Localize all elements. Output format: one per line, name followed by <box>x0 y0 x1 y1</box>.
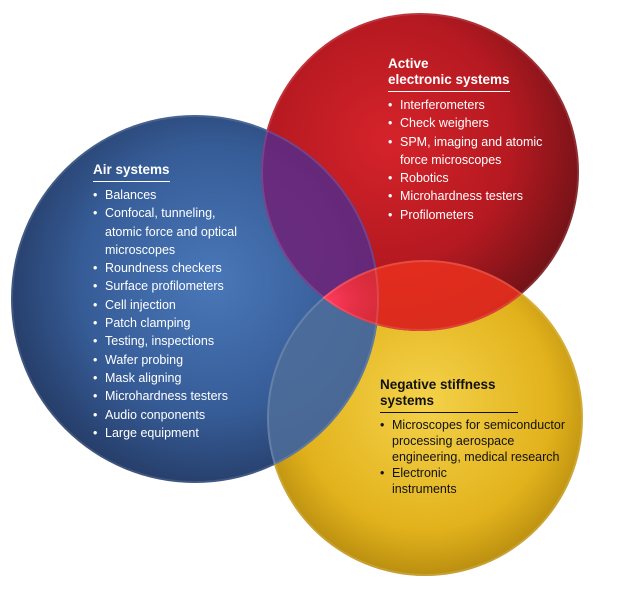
list-item: Balances <box>93 186 253 205</box>
air-systems-title: Air systems <box>93 162 170 182</box>
overlap-blue-yellow <box>267 260 379 483</box>
list-item: Testing, inspections <box>93 332 253 351</box>
list-item: Microhardness testers <box>93 387 253 406</box>
list-item: Microhardness testers <box>388 187 573 206</box>
active-title-line-1: Active <box>388 56 429 71</box>
air-title-line: Air systems <box>93 162 170 177</box>
negative-stiffness-group: Negative stiffness systems Microscopes f… <box>380 377 570 497</box>
list-item: Cell injection <box>93 296 253 315</box>
list-item: Check weighers <box>388 114 573 133</box>
list-item: Microscopes for semiconductor processing… <box>380 417 570 465</box>
list-item: Electronic instruments <box>380 465 472 497</box>
negative-stiffness-list: Microscopes for semiconductor processing… <box>380 417 570 497</box>
overlap-blue-red <box>261 115 379 331</box>
list-item: Patch clamping <box>93 314 253 333</box>
list-item: Confocal, tunneling, atomic force and op… <box>93 204 253 259</box>
negative-title-line-1: Negative stiffness <box>380 377 496 392</box>
negative-stiffness-title: Negative stiffness systems <box>380 377 518 413</box>
list-item: Mask aligning <box>93 369 253 388</box>
air-systems-list: Balances Confocal, tunneling, atomic for… <box>93 186 253 442</box>
list-item: SPM, imaging and atomic force microscope… <box>388 133 573 170</box>
list-item: Robotics <box>388 169 573 188</box>
active-electronic-title: Active electronic systems <box>388 56 510 92</box>
list-item: Roundness checkers <box>93 259 253 278</box>
list-item: Audio conponents <box>93 406 253 425</box>
list-item: Wafer probing <box>93 351 253 370</box>
active-electronic-group: Active electronic systems Interferometer… <box>388 56 573 224</box>
negative-title-line-2: systems <box>380 393 435 408</box>
list-item: Profilometers <box>388 206 573 225</box>
air-systems-group: Air systems Balances Confocal, tunneling… <box>93 161 253 442</box>
active-electronic-list: Interferometers Check weighers SPM, imag… <box>388 96 573 224</box>
active-title-line-2: electronic systems <box>388 72 510 87</box>
list-item: Surface profilometers <box>93 277 253 296</box>
list-item: Large equipment <box>93 424 253 443</box>
list-item: Interferometers <box>388 96 573 115</box>
